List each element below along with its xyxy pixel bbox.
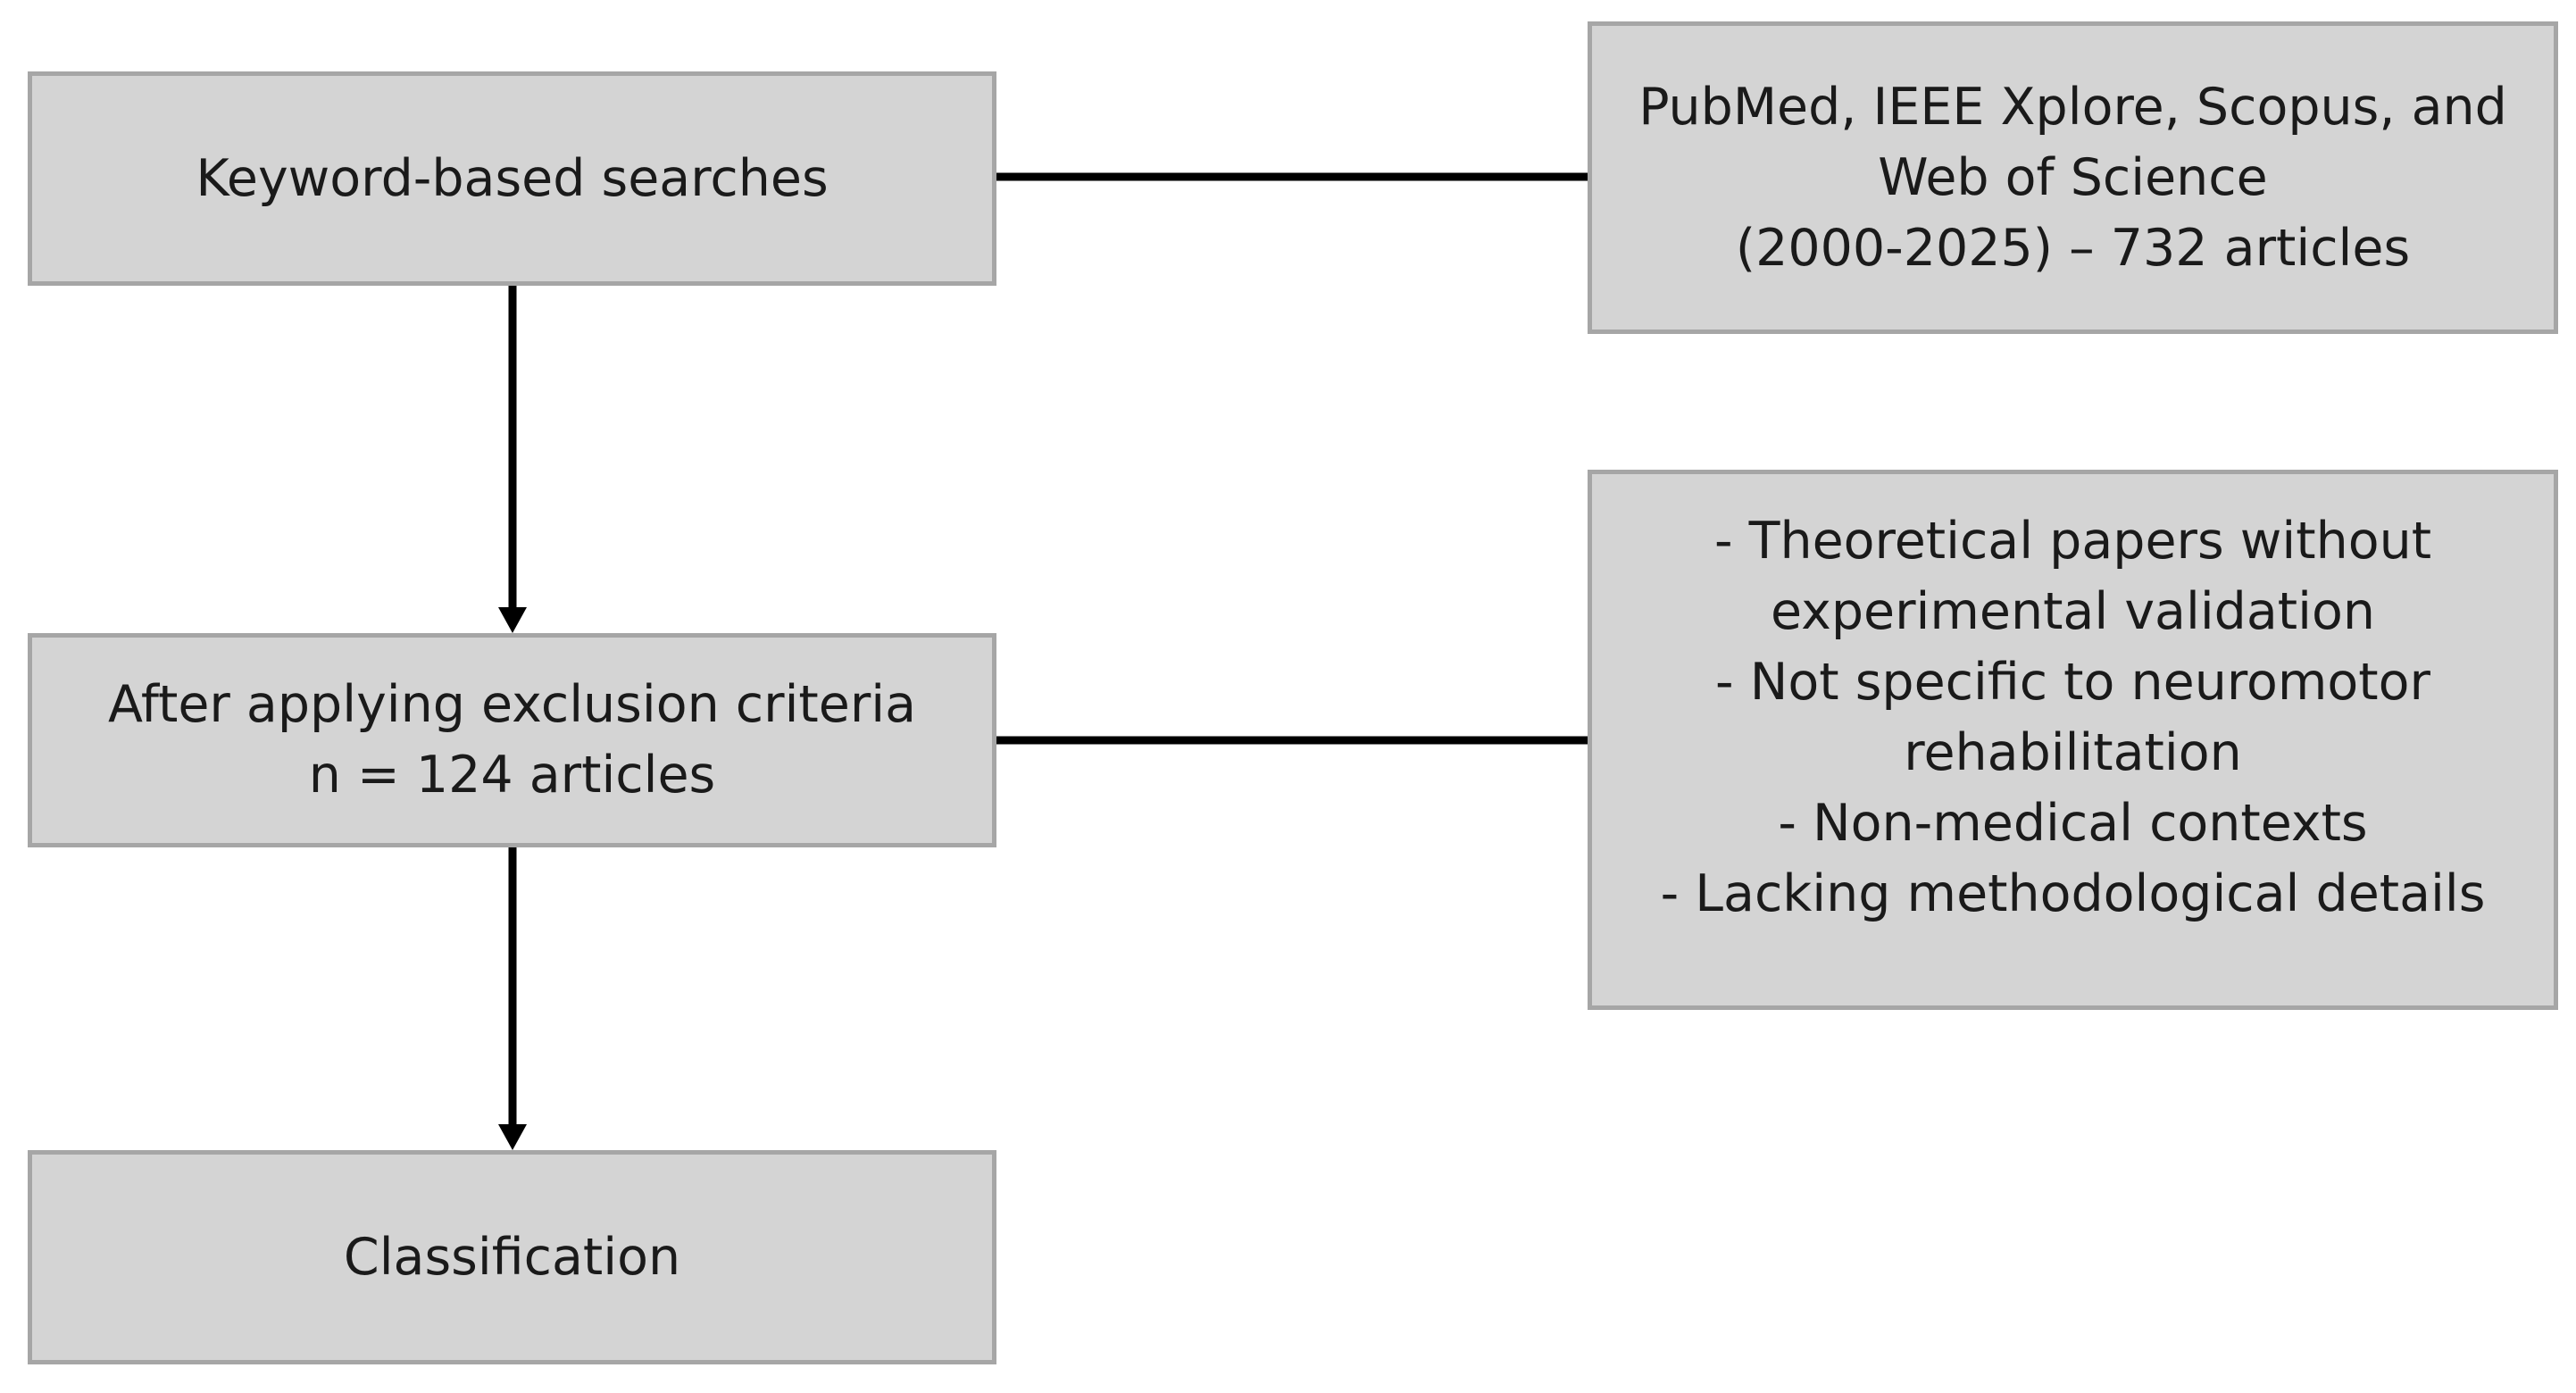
exclusion-text-line: After applying exclusion criteria <box>107 675 917 734</box>
databases-box: PubMed, IEEE Xplore, Scopus, and Web of … <box>1588 21 2558 334</box>
keyword-search-text: Keyword-based searches <box>196 148 829 208</box>
exclusion-text-line: n = 124 articles <box>308 746 716 805</box>
criteria-text-line: - Lacking methodological details <box>1660 864 2486 923</box>
arrowhead-to-exclusion <box>498 607 527 633</box>
arrowhead-to-classification <box>498 1124 527 1150</box>
keyword-search-box: Keyword-based searches <box>28 71 996 286</box>
exclusion-criteria-box: - Theoretical papers without experimenta… <box>1588 470 2558 1010</box>
databases-text-line: (2000-2025) – 732 articles <box>1735 218 2411 278</box>
databases-text-line: PubMed, IEEE Xplore, Scopus, and <box>1638 77 2507 137</box>
exclusion-result-box: After applying exclusion criteria n = 12… <box>28 633 996 847</box>
criteria-text-line: - Theoretical papers without <box>1713 512 2432 571</box>
databases-text-line: Web of Science <box>1878 147 2268 207</box>
criteria-text-line: rehabilitation <box>1904 723 2242 782</box>
criteria-text-line: - Non-medical contexts <box>1778 794 2368 853</box>
classification-text: Classification <box>343 1227 681 1287</box>
criteria-text-line: experimental validation <box>1771 582 2375 641</box>
criteria-text-line: - Not specific to neuromotor <box>1715 653 2430 712</box>
classification-box: Classification <box>28 1150 996 1364</box>
